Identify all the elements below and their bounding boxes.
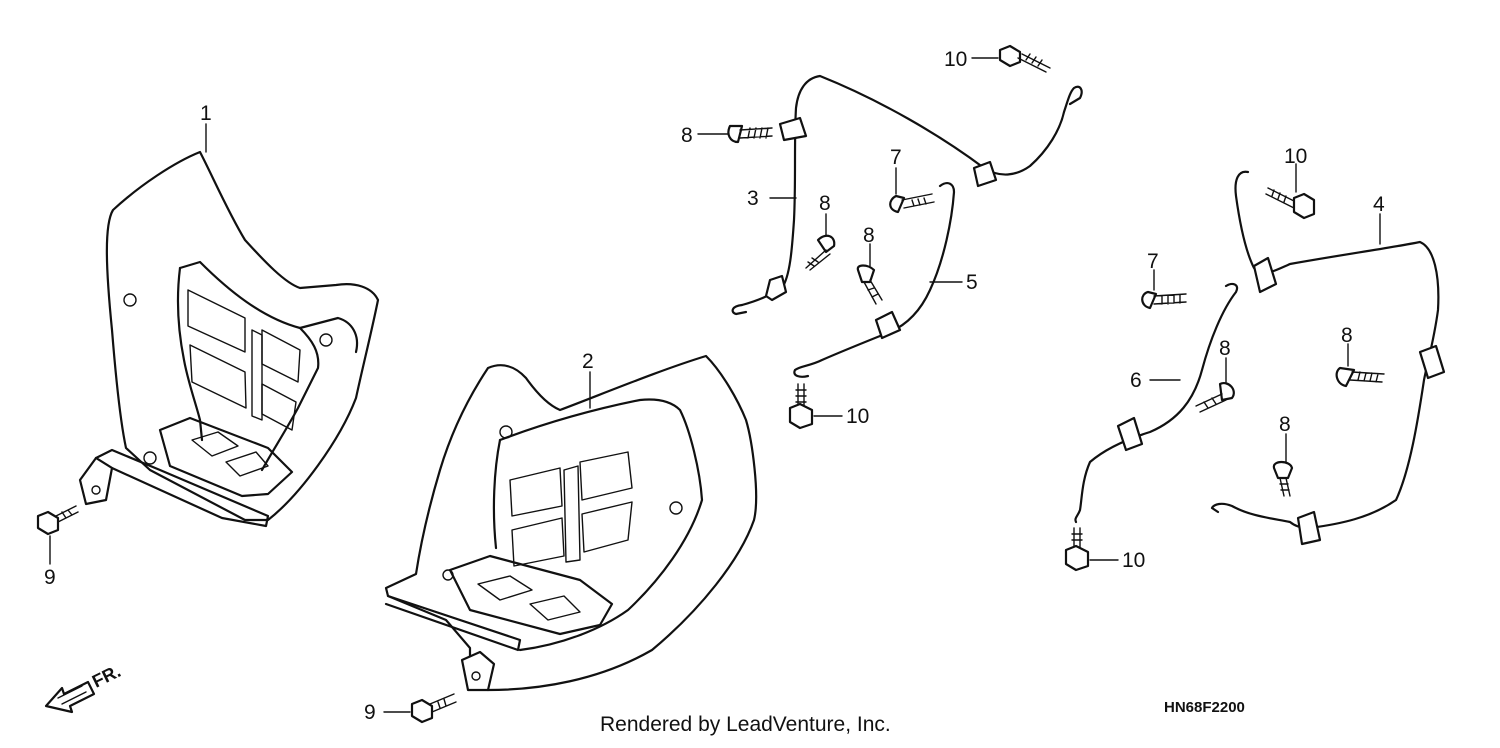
screw-8-d[interactable] — [1195, 382, 1235, 413]
callout-9-a: 9 — [44, 566, 56, 589]
callout-10-a: 10 — [944, 48, 967, 71]
callout-10-d: 10 — [1122, 549, 1145, 572]
callout-8-d: 8 — [1219, 337, 1231, 360]
callout-7-b: 7 — [1147, 250, 1159, 273]
diagram-code: HN68F2200 — [1164, 699, 1245, 716]
bolt-10-center[interactable] — [788, 383, 814, 430]
callout-5: 5 — [966, 271, 978, 294]
screw-7-b[interactable] — [1141, 290, 1187, 310]
part-3-stay[interactable] — [731, 74, 1083, 316]
callout-2: 2 — [582, 350, 594, 373]
callout-7-a: 7 — [890, 146, 902, 169]
screw-8-a[interactable] — [727, 124, 773, 144]
part-6-stay[interactable] — [1074, 282, 1239, 524]
callout-8-a: 8 — [681, 124, 693, 147]
bolt-10-bottom-right[interactable] — [1064, 527, 1090, 572]
callout-8-b: 8 — [819, 192, 831, 215]
screw-8-b[interactable] — [805, 234, 836, 271]
callout-8-c: 8 — [863, 224, 875, 247]
part-4-stay[interactable] — [1210, 170, 1446, 546]
part-5-stay[interactable] — [793, 182, 956, 378]
callout-4: 4 — [1373, 193, 1385, 216]
callout-8-e: 8 — [1341, 324, 1353, 347]
screw-7-a[interactable] — [889, 193, 935, 214]
part-2-right-mud-guard[interactable] — [384, 354, 758, 692]
callout-8-f: 8 — [1279, 413, 1291, 436]
screw-9-left[interactable] — [36, 505, 79, 536]
callout-1: 1 — [200, 102, 212, 125]
callout-10-b: 10 — [1284, 145, 1307, 168]
front-indicator-label: FR. — [89, 661, 124, 692]
screw-8-e[interactable] — [1335, 366, 1385, 388]
bolt-10-right-top[interactable] — [1265, 187, 1316, 220]
screw-8-c[interactable] — [856, 264, 883, 305]
part-1-left-mud-guard[interactable] — [78, 150, 380, 528]
screw-8-f[interactable] — [1272, 460, 1294, 497]
callout-10-c: 10 — [846, 405, 869, 428]
screw-9-bottom[interactable] — [410, 693, 457, 724]
front-direction-arrow-icon — [44, 680, 96, 714]
callout-6: 6 — [1130, 369, 1142, 392]
leader-lines — [49, 57, 1381, 713]
render-credit: Rendered by LeadVenture, Inc. — [600, 713, 891, 736]
bolt-10-top[interactable] — [998, 44, 1051, 73]
callout-3: 3 — [747, 187, 759, 210]
callout-9-b: 9 — [364, 701, 376, 724]
